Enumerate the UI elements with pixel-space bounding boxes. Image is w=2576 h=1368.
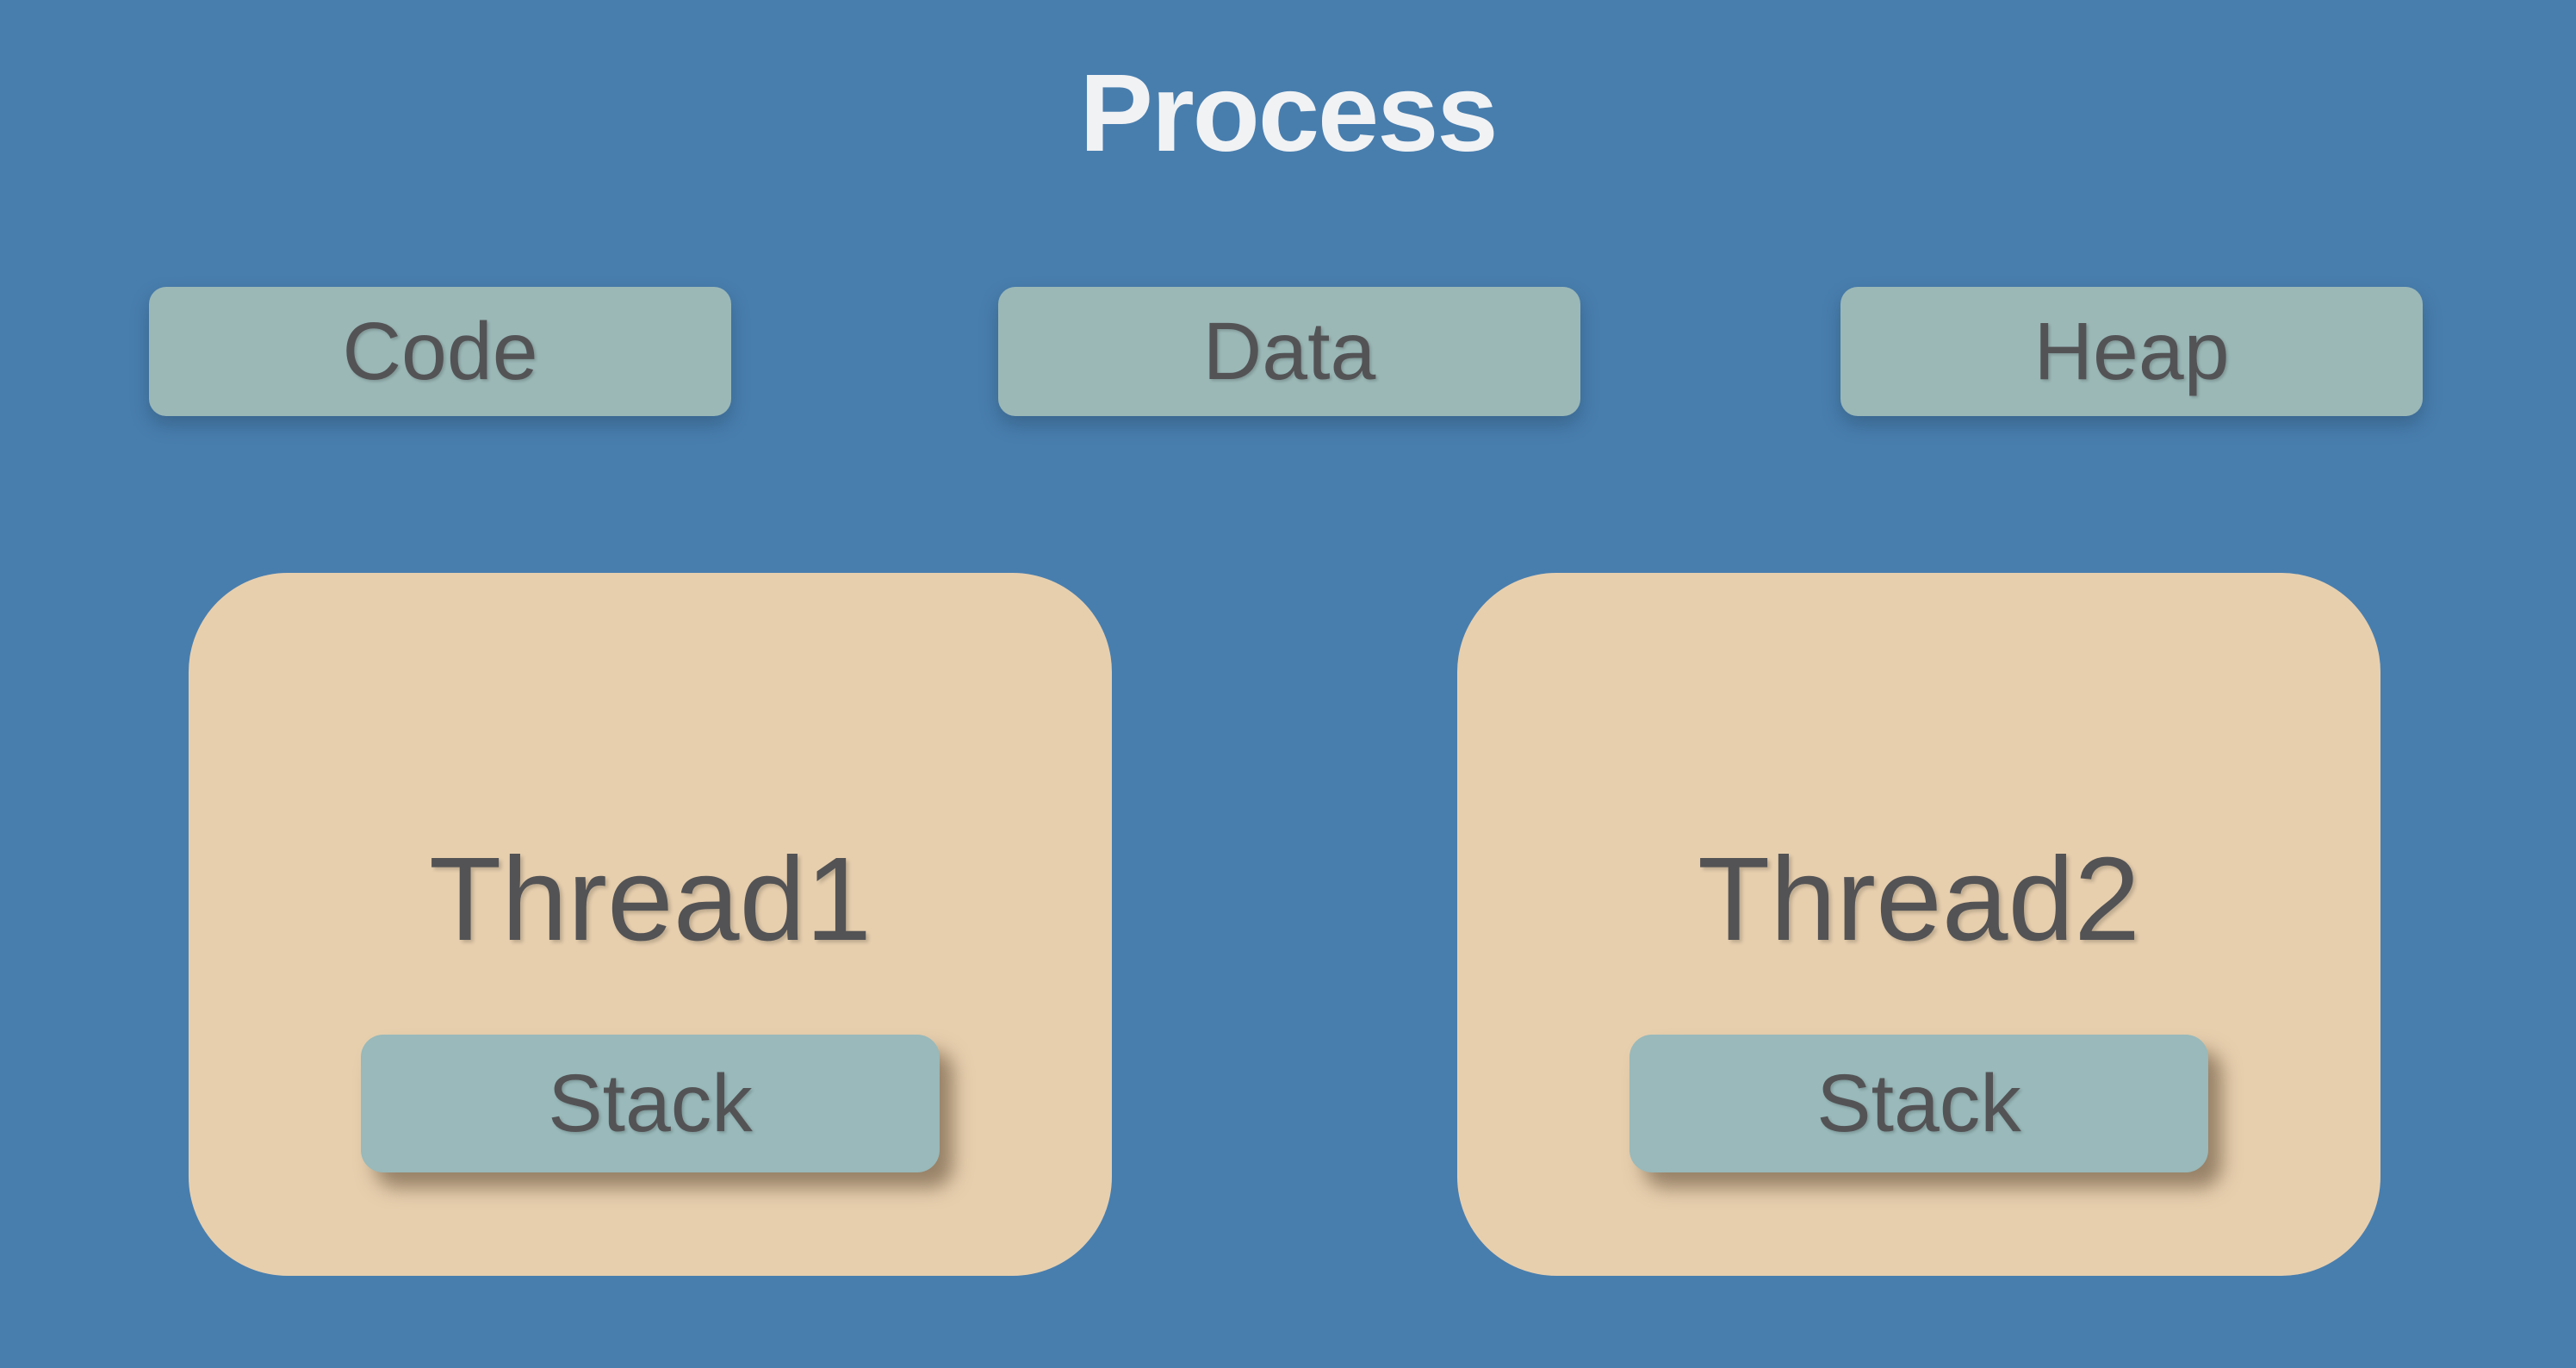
code-segment-box: Code — [149, 287, 731, 416]
data-segment-box: Data — [998, 287, 1580, 416]
process-title: Process — [1079, 52, 1498, 175]
code-segment-label: Code — [342, 305, 538, 397]
heap-segment-box: Heap — [1840, 287, 2423, 416]
thread1-label: Thread1 — [429, 833, 872, 966]
thread2-stack-box: Stack — [1629, 1035, 2208, 1172]
thread1-stack-box: Stack — [361, 1035, 940, 1172]
heap-segment-label: Heap — [2033, 305, 2230, 397]
thread2-stack-label: Stack — [1816, 1057, 2021, 1149]
thread1-box: Thread1 Stack — [189, 573, 1112, 1276]
thread2-label: Thread2 — [1698, 833, 2140, 966]
data-segment-label: Data — [1202, 305, 1376, 397]
thread1-stack-label: Stack — [548, 1057, 753, 1149]
thread2-box: Thread2 Stack — [1457, 573, 2380, 1276]
